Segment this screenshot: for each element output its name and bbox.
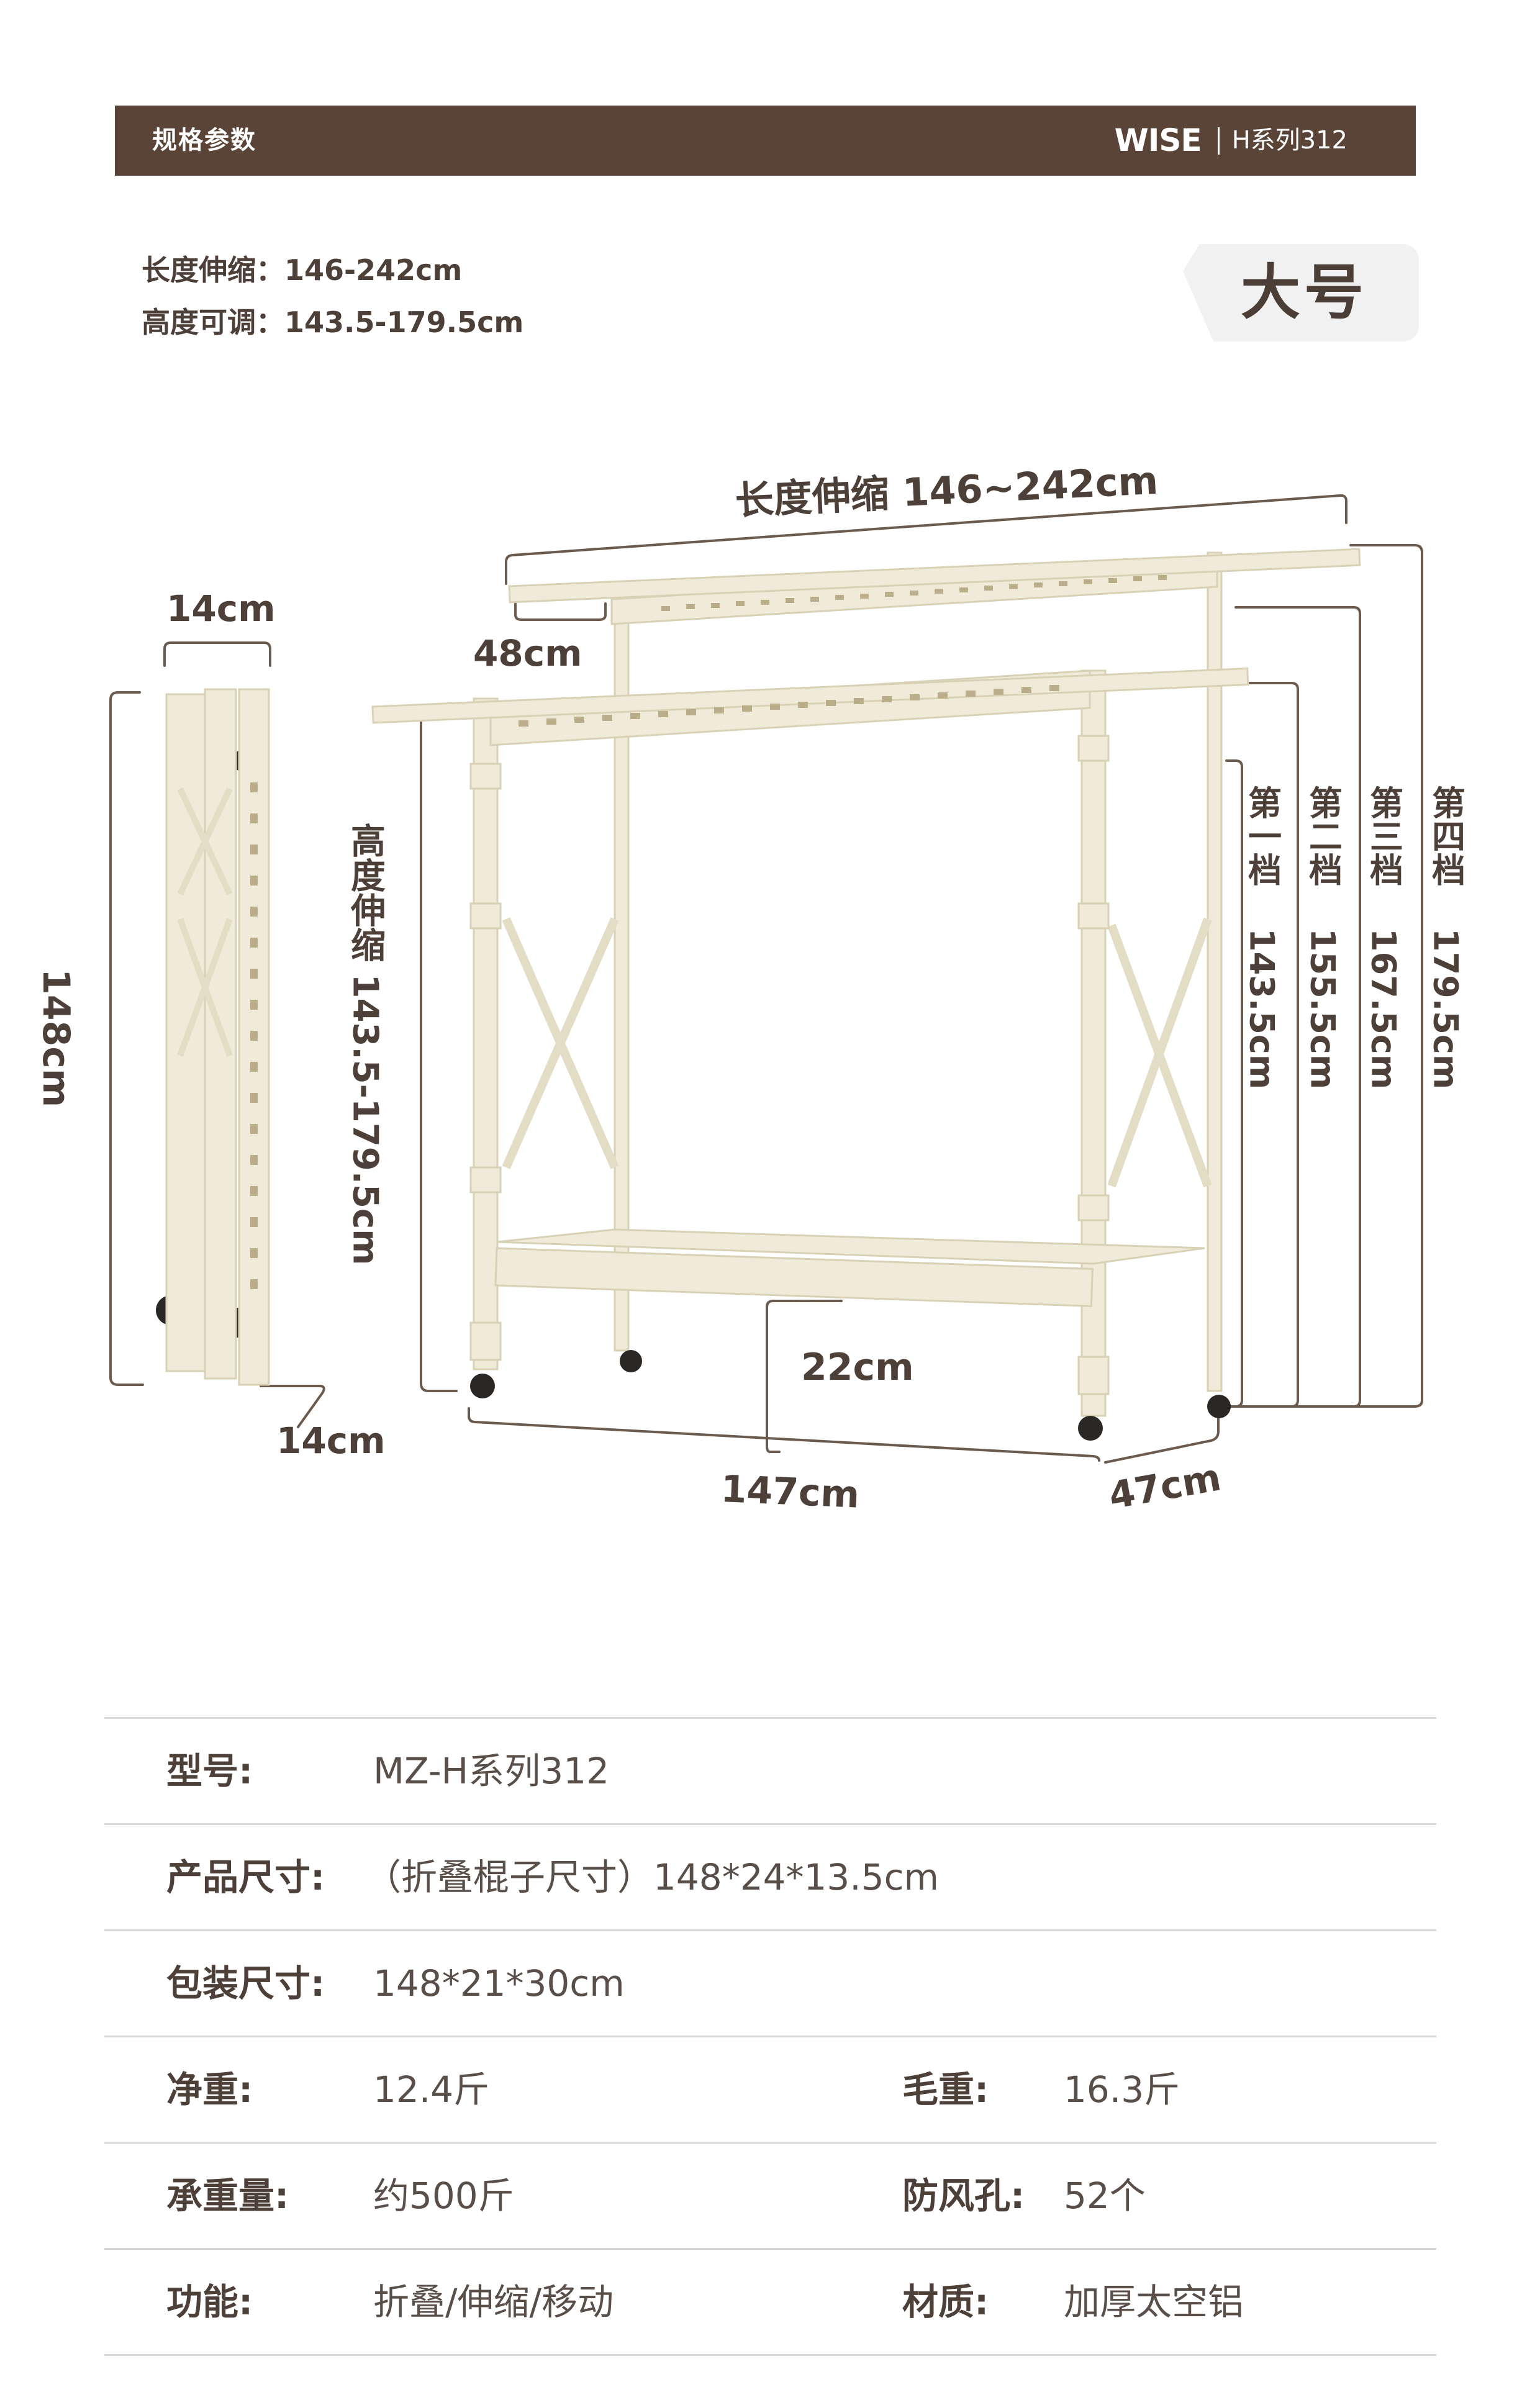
gear-labels: 第一档 143.5cm 第二档 155.5cm 第三档 167.5cm 第四档 … [1243, 786, 1465, 1090]
row-value-2: 16.3斤 [1064, 2068, 1180, 2111]
gear-4-value: 179.5cm [1426, 928, 1465, 1089]
bottom-shelf [496, 1228, 1205, 1265]
row-label-2: 毛重: [902, 2068, 989, 2111]
brand-block: WISE H系列312 [1115, 106, 1348, 176]
offset-dim-line [514, 602, 607, 621]
height-spec: 高度可调：143.5-179.5cm [142, 306, 524, 339]
folded-depth-dim [260, 1385, 325, 1428]
table-row-cutoff [104, 2354, 1436, 2387]
brand-divider [1217, 127, 1220, 155]
gear-1-value: 143.5cm [1243, 928, 1282, 1089]
table-row: 型号: MZ-H系列312 [104, 1717, 1436, 1823]
post-joint [1077, 735, 1110, 762]
post-joint [1077, 902, 1110, 930]
size-badge-label: 大号 [1241, 258, 1367, 327]
spec-banner: 规格参数 WISE H系列312 [115, 106, 1416, 176]
base-length-dim [468, 1407, 1100, 1462]
right-cross-brace [1107, 917, 1212, 1188]
row-value: MZ-H系列312 [373, 1750, 610, 1792]
post-joint [1077, 1194, 1110, 1221]
folded-width-dim [163, 641, 271, 667]
spec-summary: 长度伸缩：146-242cm 高度可调：143.5-179.5cm [142, 244, 523, 348]
table-row: 承重量: 约500斤 防风孔: 52个 [104, 2142, 1436, 2248]
front-hanging-rod [371, 667, 1249, 724]
rail-holes [519, 575, 1167, 727]
row-value: 12.4斤 [373, 2068, 490, 2111]
table-row: 净重: 12.4斤 毛重: 16.3斤 [104, 2036, 1436, 2142]
post-joint [469, 763, 502, 790]
row-label: 包装尺寸: [166, 1962, 325, 2004]
gear-2-value: 155.5cm [1303, 928, 1343, 1089]
row-label-2: 防风孔: [902, 2175, 1025, 2217]
row-value-2: 加厚太空铝 [1064, 2281, 1244, 2323]
row-value-2: 52个 [1064, 2175, 1146, 2217]
gear-4-title: 第四档 [1426, 786, 1465, 886]
row-label: 承重量: [166, 2175, 289, 2217]
folded-depth-label: 14cm [276, 1420, 386, 1462]
gear-1-title: 第一档 [1243, 786, 1282, 886]
height-dim-line [420, 713, 458, 1392]
row-label: 产品尺寸: [166, 1856, 325, 1898]
folded-height-label: 148cm [34, 969, 78, 1107]
row-value: 约500斤 [373, 2175, 514, 2217]
table-row: 功能: 折叠/伸缩/移动 材质: 加厚太空铝 [104, 2248, 1436, 2354]
base-length-label: 147cm [720, 1467, 860, 1517]
clothes-rack [371, 548, 1361, 1417]
shelf-front-bar [494, 1247, 1094, 1308]
shelf-depth-label: 22cm [801, 1346, 914, 1389]
back-hanging-rod [508, 548, 1361, 604]
gear-3-value: 167.5cm [1364, 928, 1403, 1089]
left-cross-brace [502, 917, 619, 1169]
row-value: 148*21*30cm [373, 1962, 625, 2004]
table-row: 包装尺寸: 148*21*30cm [104, 1929, 1436, 2036]
back-right-post [1207, 551, 1223, 1392]
row-value: （折叠棍子尺寸）148*24*13.5cm [365, 1856, 940, 1898]
post-joint [469, 1166, 502, 1194]
spec-table: 型号: MZ-H系列312 产品尺寸: （折叠棍子尺寸）148*24*13.5c… [104, 1717, 1436, 2387]
row-label: 型号: [166, 1750, 253, 1792]
caster-wheels [156, 750, 1231, 1441]
post-foot [1077, 1356, 1110, 1395]
base-width-label: 47cm [1105, 1456, 1224, 1518]
front-right-post [1080, 669, 1107, 1417]
length-dim-line [505, 494, 1348, 585]
post-joint [469, 902, 502, 930]
folded-holes [250, 782, 258, 1289]
banner-title: 规格参数 [152, 126, 256, 155]
gear-4-bracket [1234, 544, 1423, 1408]
folded-width-label: 14cm [166, 587, 276, 630]
base-width-dim [1104, 1408, 1220, 1464]
shelf-depth-dim [766, 1300, 843, 1453]
dimension-lines [109, 494, 1423, 1464]
size-badge: 大号 [1183, 244, 1419, 342]
series-name: H系列312 [1231, 126, 1348, 155]
offset-label: 48cm [473, 632, 582, 674]
row-label-2: 材质: [902, 2281, 989, 2323]
gear-2-title: 第二档 [1303, 786, 1343, 886]
post-foot [469, 1321, 502, 1361]
brand-logo: WISE [1114, 122, 1202, 158]
height-range-label: 高度伸缩 143.5-179.5cm [345, 823, 386, 1266]
row-value: 折叠/伸缩/移动 [373, 2281, 614, 2323]
row-label: 功能: [166, 2281, 253, 2323]
front-left-post [473, 697, 499, 1370]
length-spec: 长度伸缩：146-242cm [142, 253, 463, 287]
gear-3-title: 第三档 [1364, 786, 1403, 886]
folded-height-dim [109, 691, 144, 1386]
gear-1-bracket [1225, 759, 1243, 1408]
row-label: 净重: [166, 2068, 253, 2111]
product-dimension-diagram: 长度伸缩 146~242cm 48cm 高度伸缩 143.5-179.5cm 第… [34, 458, 1465, 1518]
table-row: 产品尺寸: （折叠棍子尺寸）148*24*13.5cm [104, 1823, 1436, 1929]
